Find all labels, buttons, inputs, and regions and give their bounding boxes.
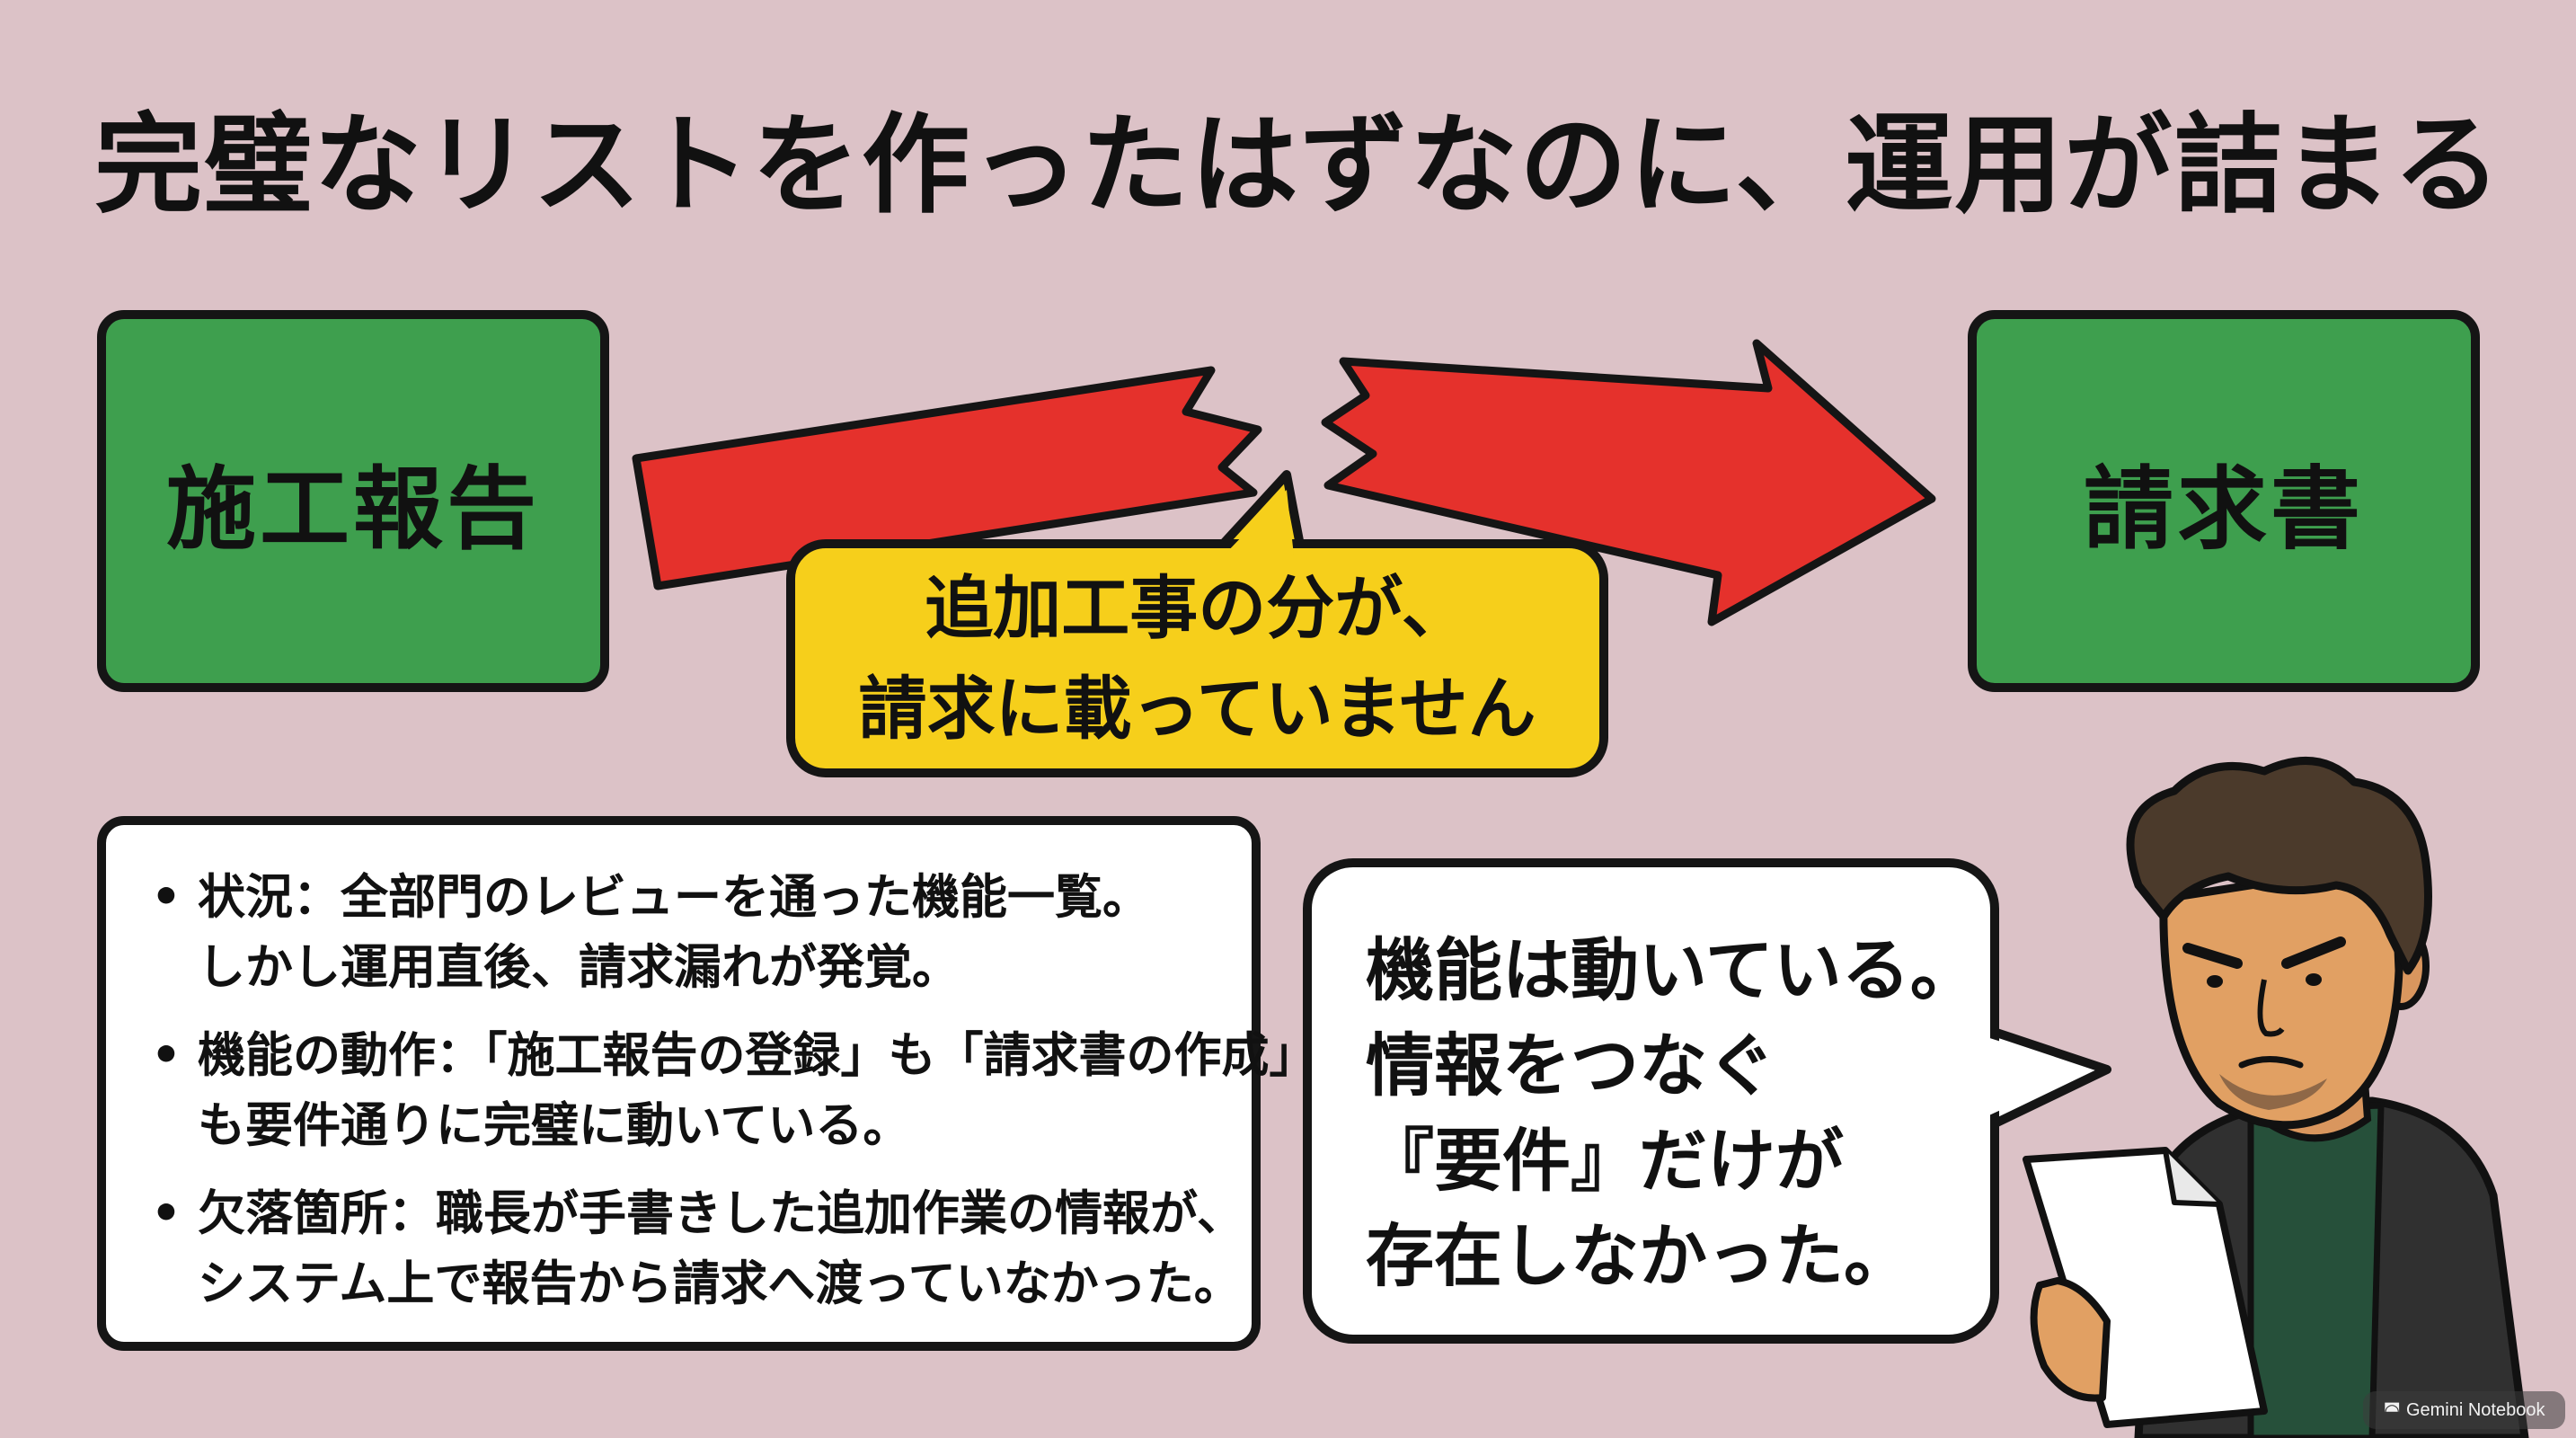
speech-bubble: 機能は動いている。 情報をつなぐ 『要件』だけが 存在しなかった。 [1303, 858, 1999, 1344]
callout-line-1: 追加工事の分が、 [925, 567, 1470, 648]
list-item-line: 状況：全部門のレビューを通った機能一覧。 [198, 870, 1150, 925]
list-item: • 機能の動作：「施工報告の登録」も「請求書の作成」 も要件通りに完璧に動いてい… [151, 1021, 1317, 1161]
speech-line: 情報をつなぐ [1366, 1025, 1775, 1105]
list-item-line: 欠落箇所：職長が手書きした追加作業の情報が、 [198, 1186, 1244, 1241]
bullet-icon: • [151, 1186, 181, 1241]
list-item-line: システム上で報告から請求へ渡っていなかった。 [198, 1256, 1242, 1311]
speech-line: 存在しなかった。 [1366, 1216, 1912, 1296]
invoice-box: 請求書 [1968, 310, 2480, 692]
situation-list: • 状況：全部門のレビューを通った機能一覧。 しかし運用直後、請求漏れが発覚。 … [97, 816, 1317, 1351]
notebook-icon: ◚ [2383, 1400, 2401, 1421]
speech-line: 『要件』だけが [1366, 1121, 1844, 1201]
arrow-left-segment [632, 366, 1262, 590]
speech-line: 機能は動いている。 [1366, 930, 1978, 1010]
bullet-icon: • [151, 1028, 181, 1083]
list-item: • 欠落箇所：職長が手書きした追加作業の情報が、 システム上で報告から請求へ渡っ… [151, 1179, 1244, 1319]
list-item-line: 機能の動作：「施工報告の登録」も「請求書の作成」 [198, 1028, 1317, 1083]
watermark-text: Gemini Notebook [2405, 1399, 2545, 1420]
watermark-badge: ◚ Gemini Notebook [2363, 1391, 2565, 1429]
bullet-icon: • [151, 870, 181, 925]
missing-work-callout: 追加工事の分が、 請求に載っていません [786, 539, 1608, 777]
construction-report-box: 施工報告 [97, 310, 609, 692]
list-item-line: も要件通りに完璧に動いている。 [198, 1098, 911, 1153]
list-item: • 状況：全部門のレビューを通った機能一覧。 しかし運用直後、請求漏れが発覚。 [151, 863, 1225, 1003]
callout-line-2: 請求に載っていません [858, 668, 1536, 749]
page-title: 完璧なリストを作ったはずなのに、運用が詰まる [94, 103, 2503, 228]
list-item-line: しかし運用直後、請求漏れが発覚。 [198, 940, 960, 995]
arrow-right-segment [1321, 339, 1936, 626]
